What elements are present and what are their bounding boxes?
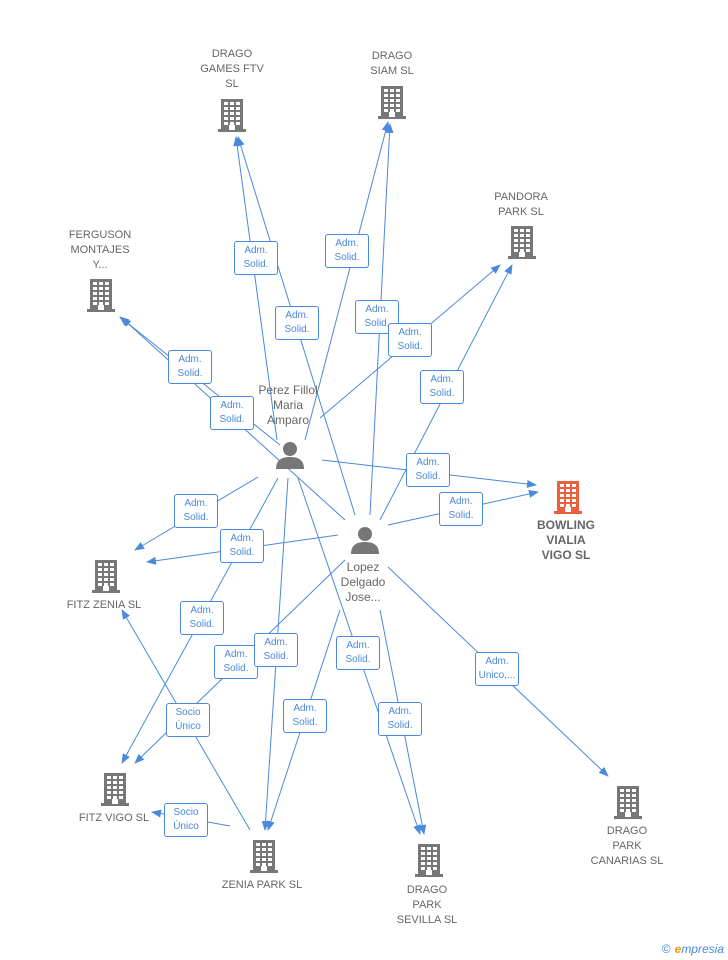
edge-label-perez-drago_sevilla[interactable]: Adm. Solid.	[336, 636, 380, 670]
company-node-ferguson[interactable]	[87, 278, 115, 317]
building-icon	[614, 786, 642, 819]
brand-initial: e	[674, 942, 682, 956]
company-node-fitz_vigo[interactable]	[101, 772, 129, 811]
person-label-lopez[interactable]: Lopez Delgado Jose...	[340, 560, 386, 604]
person-node-perez[interactable]	[275, 440, 305, 475]
edge-label-lopez-drago_sevilla[interactable]: Adm. Solid.	[378, 702, 422, 736]
company-label-bowling[interactable]: BOWLING VIALIA VIGO SL	[537, 518, 595, 562]
edge-line-perez-drago_games	[233, 136, 278, 441]
building-icon	[92, 560, 120, 593]
company-node-bowling[interactable]	[554, 480, 582, 519]
company-label-drago_sevilla[interactable]: DRAGO PARK SEVILLA SL	[396, 884, 458, 926]
person-icon	[276, 442, 304, 469]
copyright-symbol: ©	[661, 942, 671, 956]
building-icon	[554, 481, 582, 514]
company-label-drago_canarias[interactable]: DRAGO PARK CANARIAS SL	[590, 825, 664, 867]
person-icon	[351, 527, 379, 554]
company-label-pandora[interactable]: PANDORA PARK SL	[494, 191, 548, 218]
building-icon	[378, 86, 406, 119]
edge-label-lopez-bowling[interactable]: Adm. Solid.	[439, 492, 483, 526]
edge-label-perez-drago_siam[interactable]: Adm. Solid.	[325, 234, 369, 268]
edge-label-perez-pandora[interactable]: Adm. Solid.	[388, 323, 432, 357]
company-label-fitz_vigo[interactable]: FITZ VIGO SL	[78, 812, 150, 824]
company-node-pandora[interactable]	[508, 225, 536, 264]
edge-label-perez-drago_games[interactable]: Adm. Solid.	[234, 241, 278, 275]
edge-label-lopez-fitz_vigo[interactable]: Adm. Solid.	[214, 645, 258, 679]
company-node-drago_siam[interactable]	[378, 85, 406, 124]
building-icon	[101, 773, 129, 806]
edge-label-perez-fitz_vigo[interactable]: Adm. Solid.	[180, 601, 224, 635]
company-label-zenia_park[interactable]: ZENIA PARK SL	[221, 879, 303, 891]
person-node-lopez[interactable]	[350, 525, 380, 560]
company-node-drago_games[interactable]	[218, 98, 246, 137]
edge-label-lopez-drago_games[interactable]: Adm. Solid.	[275, 306, 319, 340]
empresia-logo[interactable]: ©empresia	[662, 942, 724, 956]
person-label-perez[interactable]: Perez Fillol Maria Amparo	[258, 383, 318, 427]
edge-label-perez-bowling[interactable]: Adm. Solid.	[406, 453, 450, 487]
company-label-fitz_zenia[interactable]: FITZ ZENIA SL	[66, 599, 142, 611]
edge-label-perez-fitz_zenia[interactable]: Adm. Solid.	[174, 494, 218, 528]
company-node-drago_canarias[interactable]	[614, 785, 642, 824]
edge-label-lopez-pandora[interactable]: Adm. Solid.	[420, 370, 464, 404]
edge-line-perez-drago_siam	[304, 121, 390, 441]
company-node-fitz_zenia[interactable]	[92, 559, 120, 598]
edge-label-perez-zenia_park[interactable]: Adm. Solid.	[254, 633, 298, 667]
edge-label-lopez-zenia_park[interactable]: Adm. Solid.	[283, 699, 327, 733]
edge-label-lopez-fitz_zenia[interactable]: Adm. Solid.	[220, 529, 264, 563]
edge-label-lopez-drago_canarias[interactable]: Adm. Unico,...	[475, 652, 519, 686]
brand-name: mpresia	[681, 942, 724, 956]
building-icon	[415, 844, 443, 877]
company-label-ferguson[interactable]: FERGUSON MONTAJES Y...	[68, 229, 132, 271]
company-label-drago_games[interactable]: DRAGO GAMES FTV SL	[200, 48, 264, 90]
edge-label-lopez-ferguson[interactable]: Adm. Solid.	[210, 396, 254, 430]
building-icon	[87, 279, 115, 312]
company-node-drago_sevilla[interactable]	[415, 843, 443, 882]
company-label-drago_siam[interactable]: DRAGO SIAM SL	[370, 50, 414, 77]
edge-label-zenia_park-fitz_vigo[interactable]: Socio Único	[164, 803, 208, 837]
building-icon	[508, 226, 536, 259]
building-icon	[250, 840, 278, 873]
edge-label-zenia_park-fitz_zenia[interactable]: Socio Único	[166, 703, 210, 737]
edge-label-perez-ferguson[interactable]: Adm. Solid.	[168, 350, 212, 384]
company-node-zenia_park[interactable]	[250, 839, 278, 878]
building-icon	[218, 99, 246, 132]
